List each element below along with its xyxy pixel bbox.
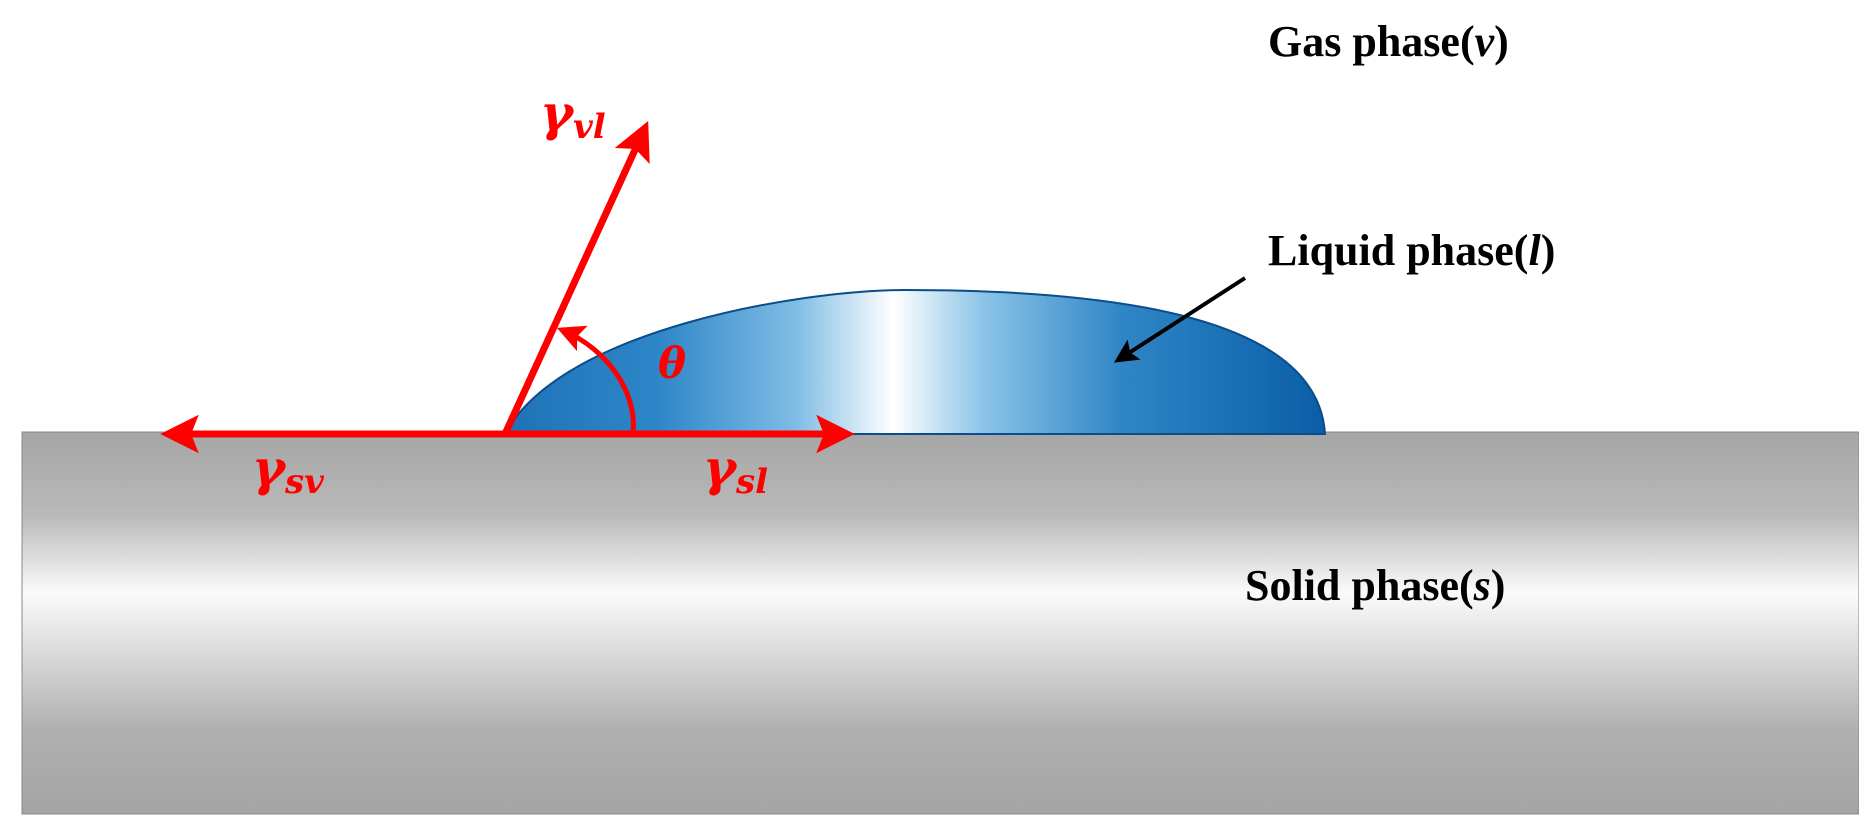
liquid-phase-symbol: l bbox=[1528, 226, 1541, 275]
solid-phase-symbol: s bbox=[1473, 561, 1491, 610]
solid-phase-suffix: ) bbox=[1491, 561, 1506, 610]
gamma-sv-symbol: γ bbox=[252, 438, 287, 497]
solid-phase-prefix: Solid phase( bbox=[1245, 561, 1474, 610]
gamma-vl-symbol: γ bbox=[540, 83, 575, 142]
gamma-vl-arrow bbox=[501, 120, 650, 436]
solid-substrate bbox=[21, 431, 1859, 815]
gas-phase-prefix: Gas phase( bbox=[1268, 17, 1475, 66]
liquid-phase-suffix: ) bbox=[1541, 226, 1556, 275]
gamma-sv-subscript: sv bbox=[284, 462, 325, 502]
gamma-sl-subscript: sl bbox=[735, 462, 768, 502]
liquid-phase-prefix: Liquid phase( bbox=[1268, 226, 1528, 275]
gamma-sl-label: γsl bbox=[703, 438, 768, 502]
gamma-sl-symbol: γ bbox=[703, 438, 738, 497]
contact-angle-arc bbox=[556, 325, 636, 433]
gas-phase-suffix: ) bbox=[1494, 17, 1509, 66]
liquid-pointer-arrow bbox=[1113, 276, 1247, 363]
gas-phase-label: Gas phase(v) bbox=[1268, 17, 1509, 66]
gamma-vl-subscript: vl bbox=[573, 107, 606, 147]
liquid-droplet bbox=[503, 288, 1327, 435]
solid-phase-label: Solid phase(s) bbox=[1245, 561, 1505, 610]
liquid-phase-label: Liquid phase(l) bbox=[1268, 226, 1555, 275]
contact-angle-label: θ bbox=[658, 339, 686, 388]
gas-phase-symbol: v bbox=[1475, 17, 1495, 66]
gamma-sv-label: γsv bbox=[252, 438, 325, 502]
gamma-vl-label: γvl bbox=[540, 83, 606, 147]
